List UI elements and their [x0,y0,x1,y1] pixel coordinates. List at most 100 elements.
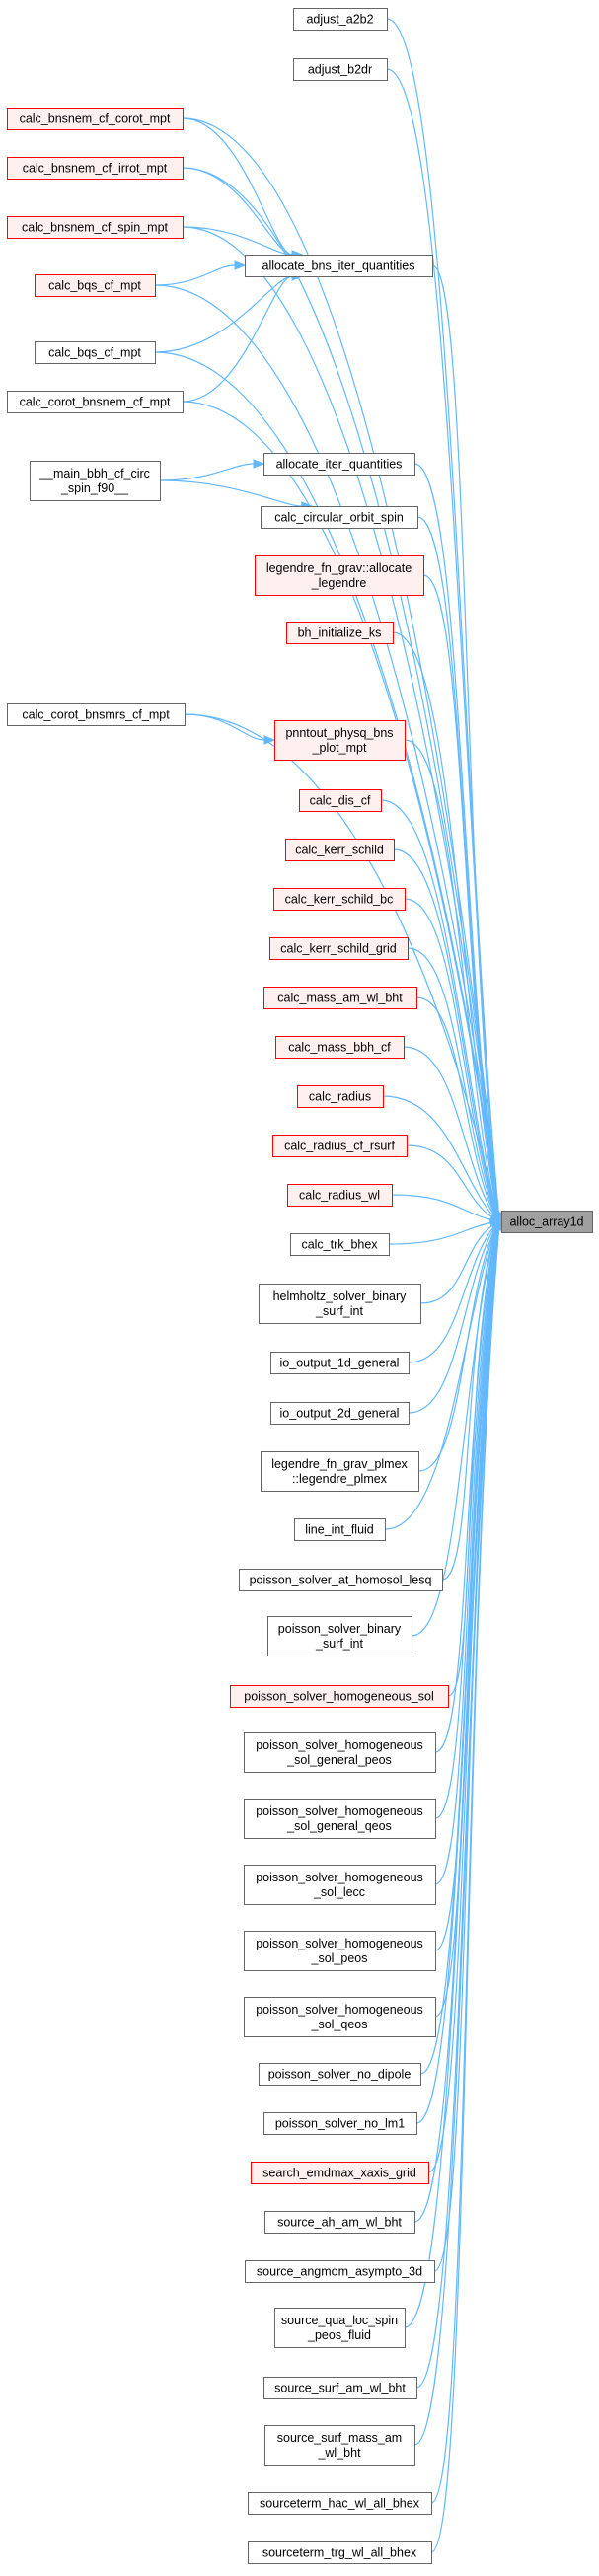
node-label: legendre_fn_grav_plmex [271,1457,408,1471]
node-box [259,2063,421,2086]
node-label: __main_bbh_cf_circ [38,467,150,480]
node-label: calc_radius [309,1090,371,1104]
node-box [269,937,409,960]
node-poisson-solver-homogeneous-sol-peos[interactable]: poisson_solver_homogeneous_sol_peos [244,1931,436,1971]
node-allocate-iter-quantities[interactable]: allocate_iter_quantities [263,453,415,476]
edge-calc-bqs-cf-mpt-red-to-allocate-bns-iter-quantities [154,264,236,286]
node-legendre-fn-grav-allocate-legendre[interactable]: legendre_fn_grav::allocate_legendre [255,555,424,596]
node-poisson-solver-homogeneous-sol-qeos[interactable]: poisson_solver_homogeneous_sol_qeos [244,1997,436,2037]
node-box [264,2425,415,2466]
node-box [30,461,161,501]
node-calc-corot-bnsmrs-cf-mpt[interactable]: calc_corot_bnsmrs_cf_mpt [7,703,186,726]
edge-calc-mass-am-wl-bht-to-alloc-array1d [415,996,497,1217]
node-io-output-1d-general[interactable]: io_output_1d_general [270,1352,410,1374]
node-poisson-solver-no-lm1[interactable]: poisson_solver_no_lm1 [263,2112,417,2135]
node-source-surf-am-wl-bht[interactable]: source_surf_am_wl_bht [263,2377,417,2399]
node-label: _spin_f90__ [60,481,129,495]
node-calc-dis-cf[interactable]: calc_dis_cf [299,789,382,812]
edge-calc-dis-cf-to-alloc-array1d [380,799,498,1221]
node-calc-trk-bhex[interactable]: calc_trk_bhex [290,1233,390,1256]
node-label: calc_radius_cf_rsurf [284,1140,395,1153]
node-box [270,1352,410,1374]
node-poisson-solver-homogeneous-sol-lecc[interactable]: poisson_solver_homogeneous_sol_lecc [244,1865,436,1905]
node-box [248,2492,432,2515]
edge-main-bbh-cf-circ-spin-to-calc-circular-orbit-spin [159,479,302,507]
node-box [251,2162,429,2184]
node-search-emdmax-xaxis-grid[interactable]: search_emdmax_xaxis_grid [251,2162,429,2184]
node-calc-corot-bnsnem-cf-mpt[interactable]: calc_corot_bnsnem_cf_mpt [7,391,184,413]
edge-arrowhead [234,260,247,270]
edge-calc-trk-bhex-to-alloc-array1d [388,1221,491,1245]
node-calc-radius[interactable]: calc_radius [297,1085,384,1108]
node-label: _peos_fluid [307,2328,371,2342]
node-calc-bnsnem-cf-irrot-mpt[interactable]: calc_bnsnem_cf_irrot_mpt [7,157,184,180]
node-label: calc_bnsnem_cf_spin_mpt [22,221,169,235]
node-alloc-array1d[interactable]: alloc_array1d [501,1211,593,1233]
node-poisson-solver-homogeneous-sol[interactable]: poisson_solver_homogeneous_sol [230,1685,449,1708]
node-sourceterm-trg-wl-all-bhex[interactable]: sourceterm_trg_wl_all_bhex [248,2541,432,2564]
node-label: source_surf_am_wl_bht [274,2382,406,2395]
node-legendre-fn-grav-plmex[interactable]: legendre_fn_grav_plmex::legendre_plmex [261,1451,419,1492]
node-main-bbh-cf-circ-spin[interactable]: __main_bbh_cf_circ_spin_f90__ [30,461,161,501]
node-label: pnntout_physq_bns [285,726,393,740]
node-calc-radius-cf-rsurf[interactable]: calc_radius_cf_rsurf [272,1135,408,1157]
node-box [297,1085,384,1108]
node-label: bh_initialize_ks [298,626,382,640]
node-label: _sol_general_qeos [286,1819,392,1833]
edge-poisson-solver-at-homosol-lesq-to-alloc-array1d [441,1223,498,1581]
node-source-ah-am-wl-bht[interactable]: source_ah_am_wl_bht [264,2211,415,2234]
node-box [7,216,184,239]
node-calc-kerr-schild-grid[interactable]: calc_kerr_schild_grid [269,937,409,960]
node-box [273,888,406,911]
edge-pnntout-physq-bns-plot-mpt-to-alloc-array1d [404,739,499,1221]
node-calc-radius-wl[interactable]: calc_radius_wl [287,1184,393,1207]
node-source-qua-loc-spin-peos-fluid[interactable]: source_qua_loc_spin_peos_fluid [274,2308,406,2348]
edge-calc-bnsnem-cf-corot-mpt-to-allocate-bns-iter-quantities [182,117,293,256]
node-io-output-2d-general[interactable]: io_output_2d_general [270,1402,410,1425]
node-source-angmom-asympto-3d[interactable]: source_angmom_asympto_3d [245,2260,435,2283]
node-poisson-solver-at-homosol-lesq[interactable]: poisson_solver_at_homosol_lesq [239,1569,443,1591]
node-box [244,1732,436,1773]
node-poisson-solver-no-dipole[interactable]: poisson_solver_no_dipole [259,2063,421,2086]
edge-calc-bqs-cf-mpt-to-allocate-bns-iter-quantities [154,275,293,353]
node-source-surf-mass-am-wl-bht[interactable]: source_surf_mass_am_wl_bht [264,2425,415,2466]
edge-allocate-bns-iter-quantities-to-alloc-array1d [431,264,500,1221]
node-label: calc_dis_cf [310,794,371,808]
edge-calc-mass-bbh-cf-to-alloc-array1d [403,1046,496,1217]
node-box [290,1233,390,1256]
node-calc-kerr-schild[interactable]: calc_kerr_schild [285,839,395,861]
node-calc-bqs-cf-mpt-red[interactable]: calc_bqs_cf_mpt [35,274,156,297]
node-bh-initialize-ks[interactable]: bh_initialize_ks [286,622,394,644]
node-poisson-solver-homogeneous-sol-general-peos[interactable]: poisson_solver_homogeneous_sol_general_p… [244,1732,436,1773]
node-calc-bnsnem-cf-spin-mpt[interactable]: calc_bnsnem_cf_spin_mpt [7,216,184,239]
node-box [272,1135,408,1157]
node-calc-circular-orbit-spin[interactable]: calc_circular_orbit_spin [261,506,418,529]
edge-calc-radius-wl-to-alloc-array1d [391,1194,491,1220]
node-poisson-solver-binary-surf-int[interactable]: poisson_solver_binary_surf_int [267,1616,412,1656]
node-adjust-b2dr[interactable]: adjust_b2dr [293,58,388,81]
edge-calc-kerr-schild-to-alloc-array1d [393,848,498,1220]
edge-source-surf-mass-am-wl-bht-to-alloc-array1d [413,1221,500,2446]
node-adjust-a2b2[interactable]: adjust_a2b2 [293,8,388,31]
node-poisson-solver-homogeneous-sol-general-qeos[interactable]: poisson_solver_homogeneous_sol_general_q… [244,1799,436,1839]
node-helmholtz-solver-binary-surf-int[interactable]: helmholtz_solver_binary_surf_int [259,1284,421,1324]
node-calc-mass-am-wl-bht[interactable]: calc_mass_am_wl_bht [263,987,417,1009]
node-label: calc_bqs_cf_mpt [48,279,141,293]
edge-helmholtz-solver-binary-surf-int-to-alloc-array1d [419,1224,493,1304]
node-calc-kerr-schild-bc[interactable]: calc_kerr_schild_bc [273,888,406,911]
edge-adjust-a2b2-to-alloc-array1d [386,18,500,1221]
node-label: poisson_solver_at_homosol_lesq [250,1574,432,1587]
node-box [7,703,186,726]
node-calc-bqs-cf-mpt[interactable]: calc_bqs_cf_mpt [35,341,156,364]
node-line-int-fluid[interactable]: line_int_fluid [294,1518,386,1541]
node-label: io_output_2d_general [280,1407,400,1421]
node-allocate-bns-iter-quantities[interactable]: allocate_bns_iter_quantities [245,255,433,277]
node-sourceterm-hac-wl-all-bhex[interactable]: sourceterm_hac_wl_all_bhex [248,2492,432,2515]
node-calc-mass-bbh-cf[interactable]: calc_mass_bbh_cf [275,1036,405,1059]
edge-calc-kerr-schild-bc-to-alloc-array1d [404,898,498,1219]
node-box [239,1569,443,1591]
node-pnntout-physq-bns-plot-mpt[interactable]: pnntout_physq_bns_plot_mpt [274,720,406,761]
node-label: allocate_bns_iter_quantities [262,259,415,273]
edge-arrowhead [253,459,265,469]
node-calc-bnsnem-cf-corot-mpt[interactable]: calc_bnsnem_cf_corot_mpt [7,108,184,130]
